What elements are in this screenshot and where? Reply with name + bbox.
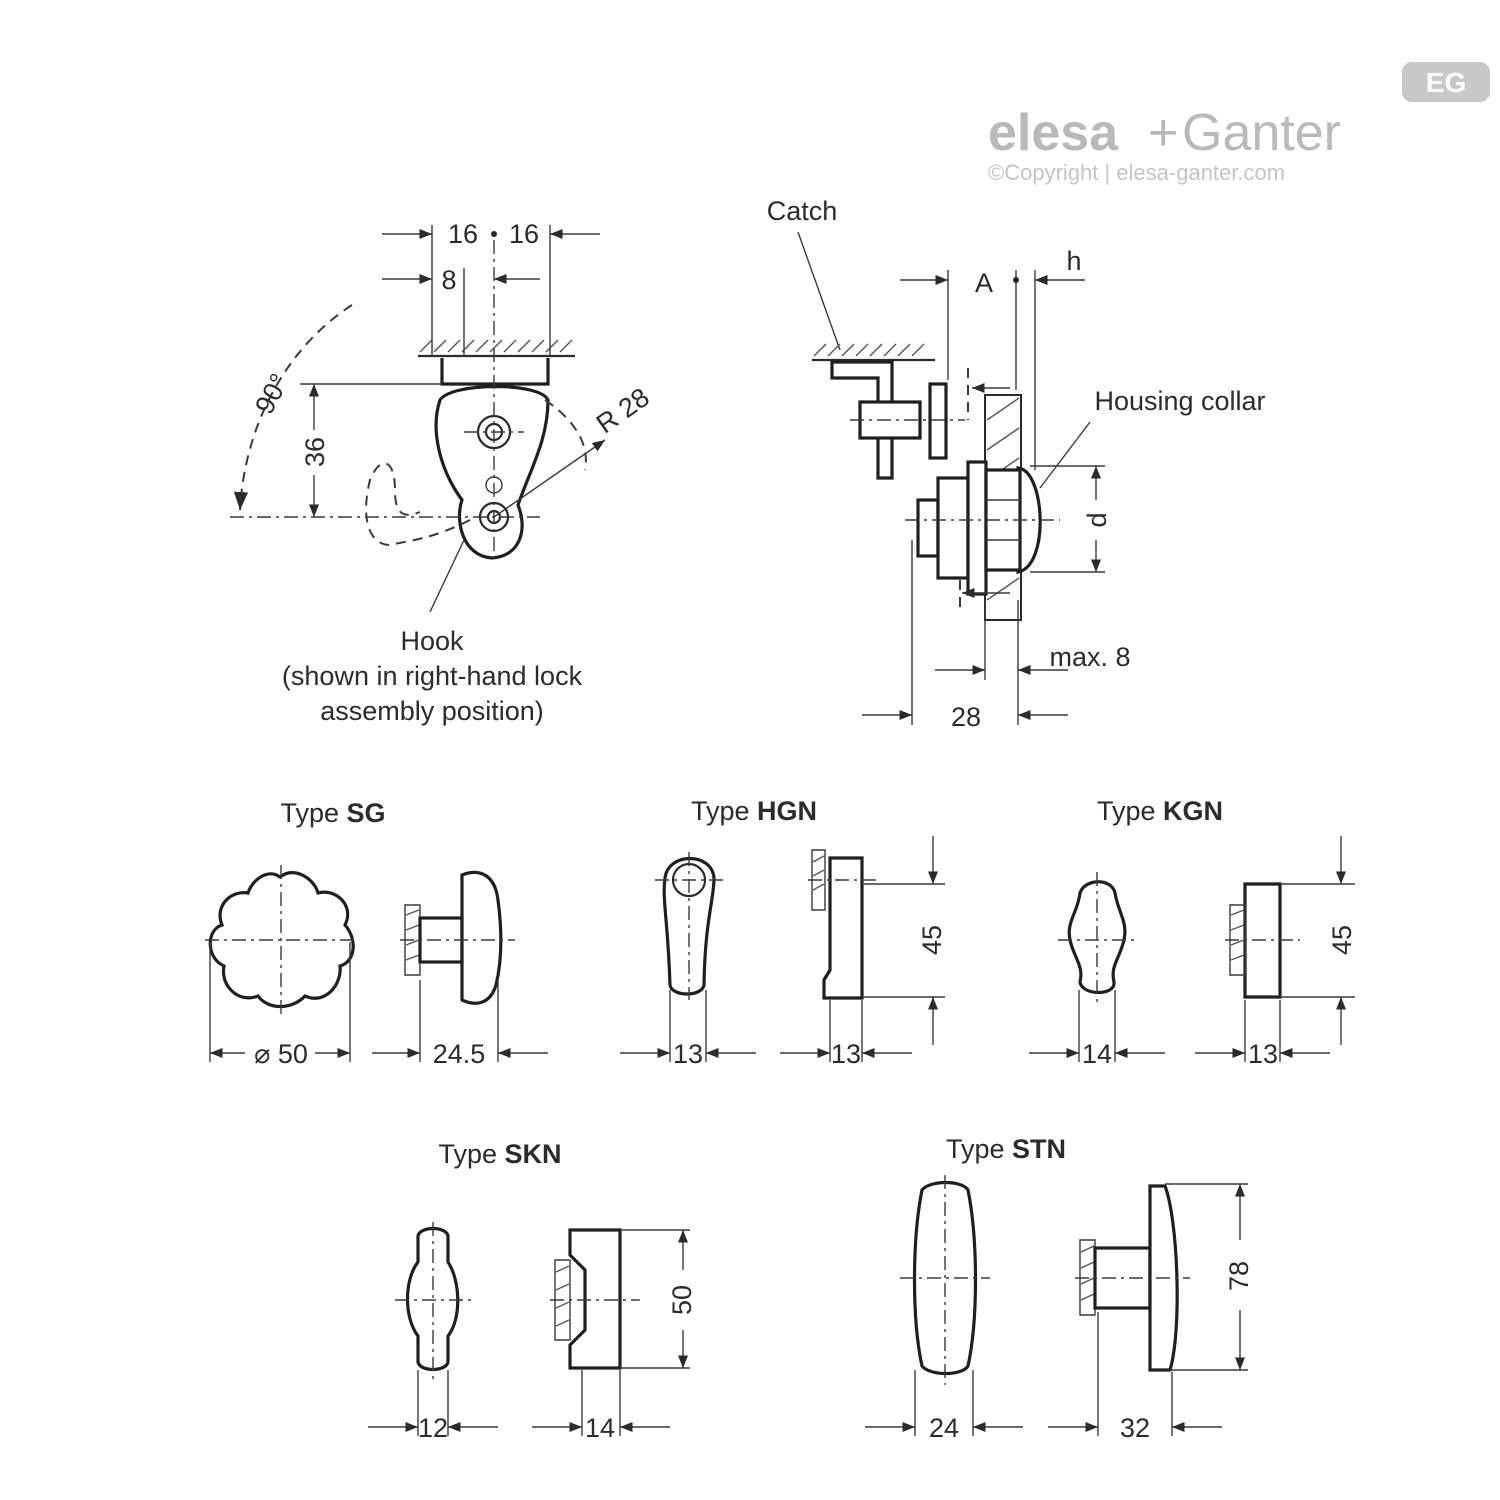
type-hgn: Type HGN 13 45 13 [620, 796, 947, 1069]
brand-ganter: Ganter [1182, 104, 1341, 162]
star-knob-icon [208, 871, 355, 1009]
hook-label-line3: assembly position) [320, 696, 544, 726]
brand-elesa: elesa [988, 104, 1119, 162]
dim-max-8: max. 8 [1049, 642, 1130, 672]
dim-h: h [1066, 246, 1081, 276]
angle-90: 90° [249, 369, 295, 419]
dim-stn-d: 32 [1120, 1413, 1150, 1443]
type-sg: Type SG ⌀ 50 24.5 [205, 798, 548, 1069]
type-stn-title: Type STN [946, 1134, 1066, 1164]
housing-collar-label: Housing collar [1094, 386, 1265, 416]
dim-36: 36 [300, 437, 330, 467]
catch-label: Catch [767, 196, 838, 226]
type-kgn: Type KGN 14 45 13 [1029, 796, 1357, 1069]
butterfly-knob-icon [405, 1226, 460, 1372]
dim-stn-w: 24 [929, 1413, 959, 1443]
side-view: Catch [767, 196, 1266, 732]
type-skn-title: Type SKN [438, 1139, 561, 1169]
dim-r28: R 28 [591, 382, 655, 439]
eg-badge-icon [1402, 62, 1490, 102]
brand-plus: + [1148, 104, 1178, 162]
dim-stn-h: 78 [1224, 1261, 1254, 1291]
dim-kgn-h: 45 [1327, 925, 1357, 955]
type-hgn-title: Type HGN [691, 796, 817, 826]
dim-skn-w: 12 [418, 1413, 448, 1443]
dim-sg-len: 24.5 [433, 1039, 486, 1069]
dim-16-right: 16 [509, 219, 539, 249]
dim-sg-dia: ⌀ 50 [254, 1039, 308, 1069]
hook-label: Hook [400, 626, 464, 656]
dim-a: A [975, 268, 993, 298]
hook-label-line2: (shown in right-hand lock [282, 661, 583, 691]
type-skn: Type SKN 12 50 14 [368, 1139, 697, 1443]
dim-8: 8 [441, 265, 456, 295]
dim-hgn-h: 45 [917, 925, 947, 955]
dim-28: 28 [951, 702, 981, 732]
dim-kgn-w: 14 [1082, 1039, 1112, 1069]
eg-badge-text: EG [1426, 67, 1466, 98]
dim-skn-h: 50 [667, 1285, 697, 1315]
dim-kgn-d: 13 [1248, 1039, 1278, 1069]
dim-16-left: 16 [448, 219, 478, 249]
dim-hgn-d: 13 [831, 1039, 861, 1069]
hook-view: 16 16 8 36 90° R 28 Hook (shown in right… [230, 219, 655, 726]
brand-logo: EG elesa + Ganter ©Copyright | elesa-gan… [988, 62, 1490, 185]
dim-d: d [1082, 512, 1112, 527]
type-stn: Type STN 24 78 32 [865, 1134, 1254, 1443]
dim-hgn-w: 13 [673, 1039, 703, 1069]
type-sg-title: Type SG [280, 798, 385, 828]
type-kgn-title: Type KGN [1097, 796, 1223, 826]
copyright-text: ©Copyright | elesa-ganter.com [988, 160, 1285, 185]
dim-skn-d: 14 [585, 1413, 615, 1443]
